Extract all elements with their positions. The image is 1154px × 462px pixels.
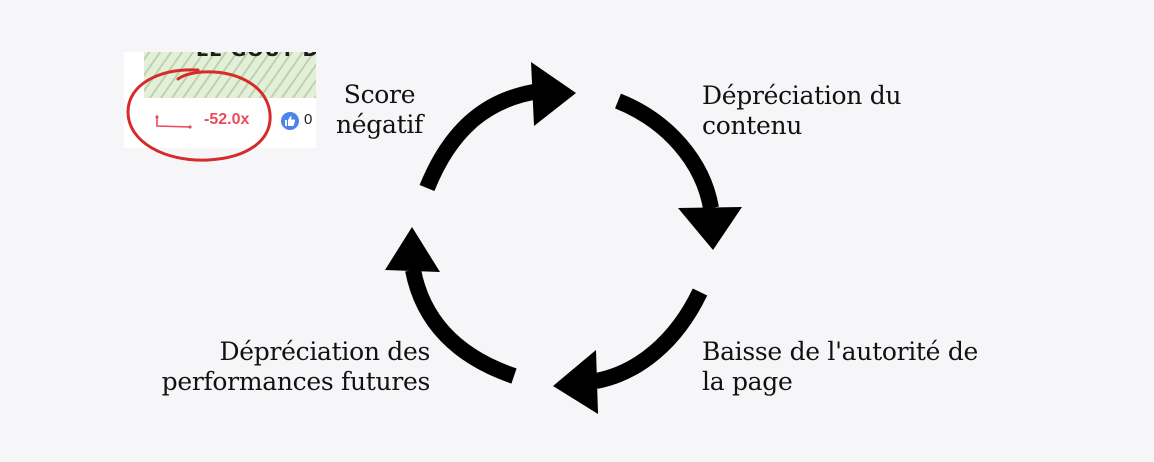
arrow-score-to-contenu xyxy=(427,91,540,188)
node-depreciation-performances: Dépréciation des performances futures xyxy=(140,337,430,397)
node-label-line: la page xyxy=(702,367,978,397)
node-label-line: contenu xyxy=(702,111,901,141)
arrow-autorite-to-performances xyxy=(596,292,700,381)
node-label-line: négatif xyxy=(336,110,423,140)
arrowhead-score-to-contenu xyxy=(531,62,576,126)
arrowhead-contenu-to-autorite xyxy=(678,207,742,250)
node-label-line: Dépréciation du xyxy=(702,81,901,111)
node-score-negatif: Score négatif xyxy=(336,80,423,140)
node-label-line: Dépréciation des xyxy=(140,337,430,367)
arrowhead-autorite-to-performances xyxy=(553,350,598,414)
arrowhead-performances-to-score xyxy=(385,227,440,272)
node-baisse-autorite: Baisse de l'autorité de la page xyxy=(702,337,978,397)
node-label-line: performances futures xyxy=(140,367,430,397)
node-label-line: Score xyxy=(336,80,423,110)
arrow-contenu-to-autorite xyxy=(618,101,711,208)
node-label-line: Baisse de l'autorité de xyxy=(702,337,978,367)
node-depreciation-contenu: Dépréciation du contenu xyxy=(702,81,901,141)
